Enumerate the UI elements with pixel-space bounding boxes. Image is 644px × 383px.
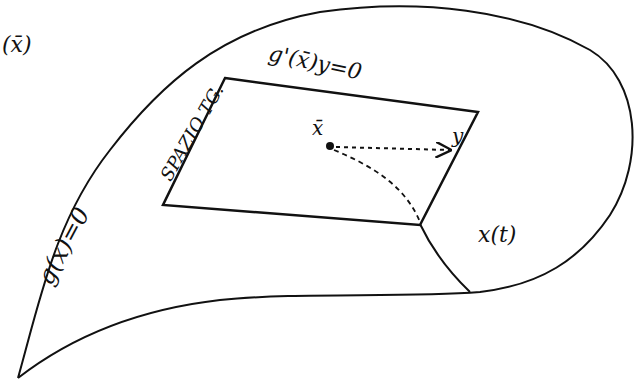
label: y [452,124,463,148]
label: x̄ [312,116,323,140]
label: g'(x̄)y=0 [266,40,364,84]
curve-x-t [420,224,470,292]
label: x(t) [478,222,516,247]
point-x-bar [326,142,334,150]
label: (x̄) [2,32,32,57]
manifold-outline [18,6,633,378]
curve-dashed [334,150,420,222]
label: g(x)=0 [32,203,96,289]
tangent-vector [336,147,450,150]
label: SPAZIO TG. [156,81,228,184]
